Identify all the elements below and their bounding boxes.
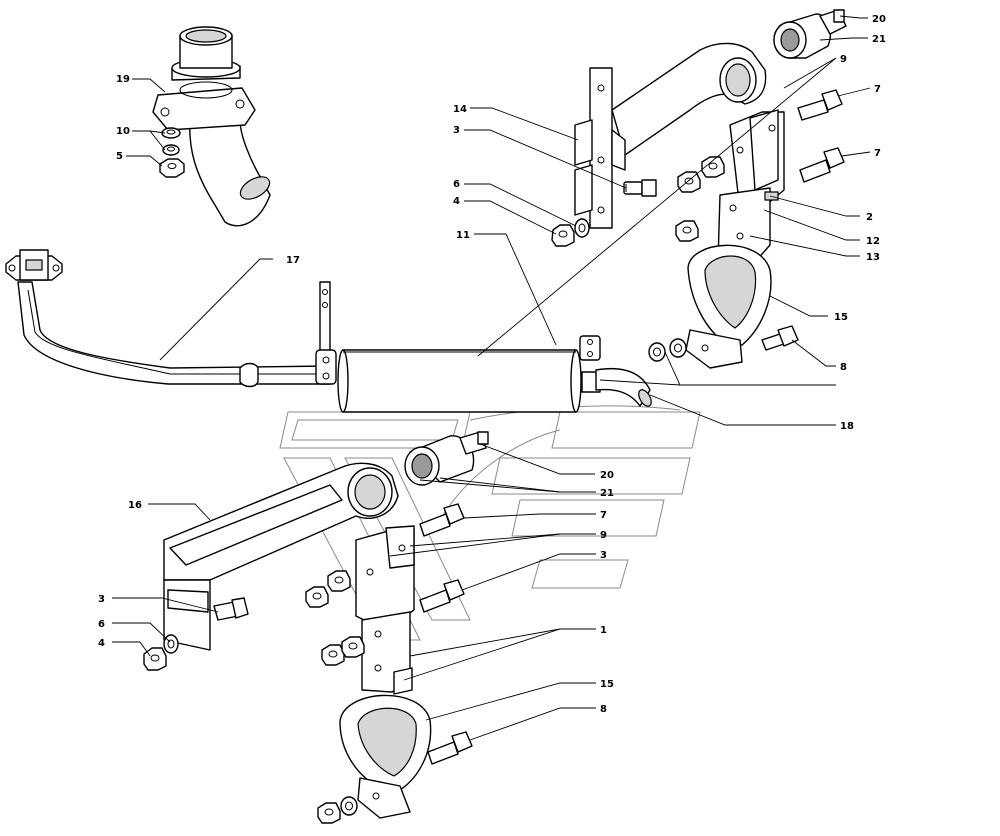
strap-clamp-upper [685,109,785,369]
callout-13: 13 [866,252,880,263]
callout-7-lower: 7 [600,510,607,521]
callout-12: 12 [866,236,880,247]
callout-3-lower: 3 [98,594,105,605]
callout-4-upper: 4 [453,196,460,207]
nuts-upper-clamp [675,156,725,242]
nuts-lower-clamp [305,570,365,824]
callout-21-upper: 21 [872,34,886,45]
callout-16: 16 [128,500,142,511]
callout-labels: 19 10 5 17 14 3 6 4 11 20 21 9 7 7 2 12 … [98,14,886,715]
callout-7-upper-a: 7 [874,84,881,95]
callout-3-upper: 3 [453,125,460,136]
muffler-11 [337,335,601,413]
washer-10 [161,127,181,156]
bolt-3-upper [623,179,657,197]
bolt-20-lower [459,431,489,455]
callout-17: 17 [286,255,300,266]
callout-2: 2 [866,212,873,223]
callout-8-upper: 8 [840,362,847,373]
strap-clamp-lower [339,525,432,819]
bolt-3-lower-clamp [419,579,465,613]
callout-5: 5 [116,151,123,162]
exhaust-pipe-17 [5,249,331,388]
upper-bracket-14 [574,42,767,229]
callout-20-upper: 20 [872,14,886,25]
bolt-3-lower [213,597,249,621]
callout-8-lower: 8 [600,704,607,715]
callout-19: 19 [116,74,130,85]
bolt-8-lower [427,731,473,765]
callout-9-upper: 9 [840,54,847,65]
leader-lines [112,15,871,741]
callout-11: 11 [456,230,470,241]
washer-6-upper [574,218,590,238]
callout-14: 14 [453,104,467,115]
callout-7-upper-b: 7 [874,148,881,159]
nut-5 [159,158,185,178]
nut-4-lower [143,647,167,671]
cushion-21-upper [773,13,832,59]
lower-bracket-16 [163,462,399,651]
tail-pipe-18 [595,367,652,407]
bolt-7-lower [419,503,465,537]
bolt-7-upper-b [799,147,845,183]
bolt-8-upper [761,325,799,351]
cushion-21-lower [404,435,475,486]
callout-15-lower: 15 [600,679,614,690]
callout-15-upper: 15 [834,312,848,323]
exhaust-elbow-19 [152,26,271,227]
pipe-clamp-strap [315,281,337,385]
watermark-logo [279,405,701,641]
callout-1: 1 [600,625,607,636]
callout-10: 10 [116,126,130,137]
callout-9-lower: 9 [600,530,607,541]
nut-4-upper [551,224,575,247]
bolt-7-upper-a [797,89,843,121]
callout-21-lower: 21 [600,488,614,499]
callout-6-lower: 6 [98,619,105,630]
callout-4-lower: 4 [98,638,105,649]
callout-20-lower: 20 [600,470,614,481]
callout-18: 18 [840,421,854,432]
callout-3-lower-clamp: 3 [600,550,607,561]
callout-6-upper: 6 [453,179,460,190]
bolt-20-upper [819,9,847,35]
